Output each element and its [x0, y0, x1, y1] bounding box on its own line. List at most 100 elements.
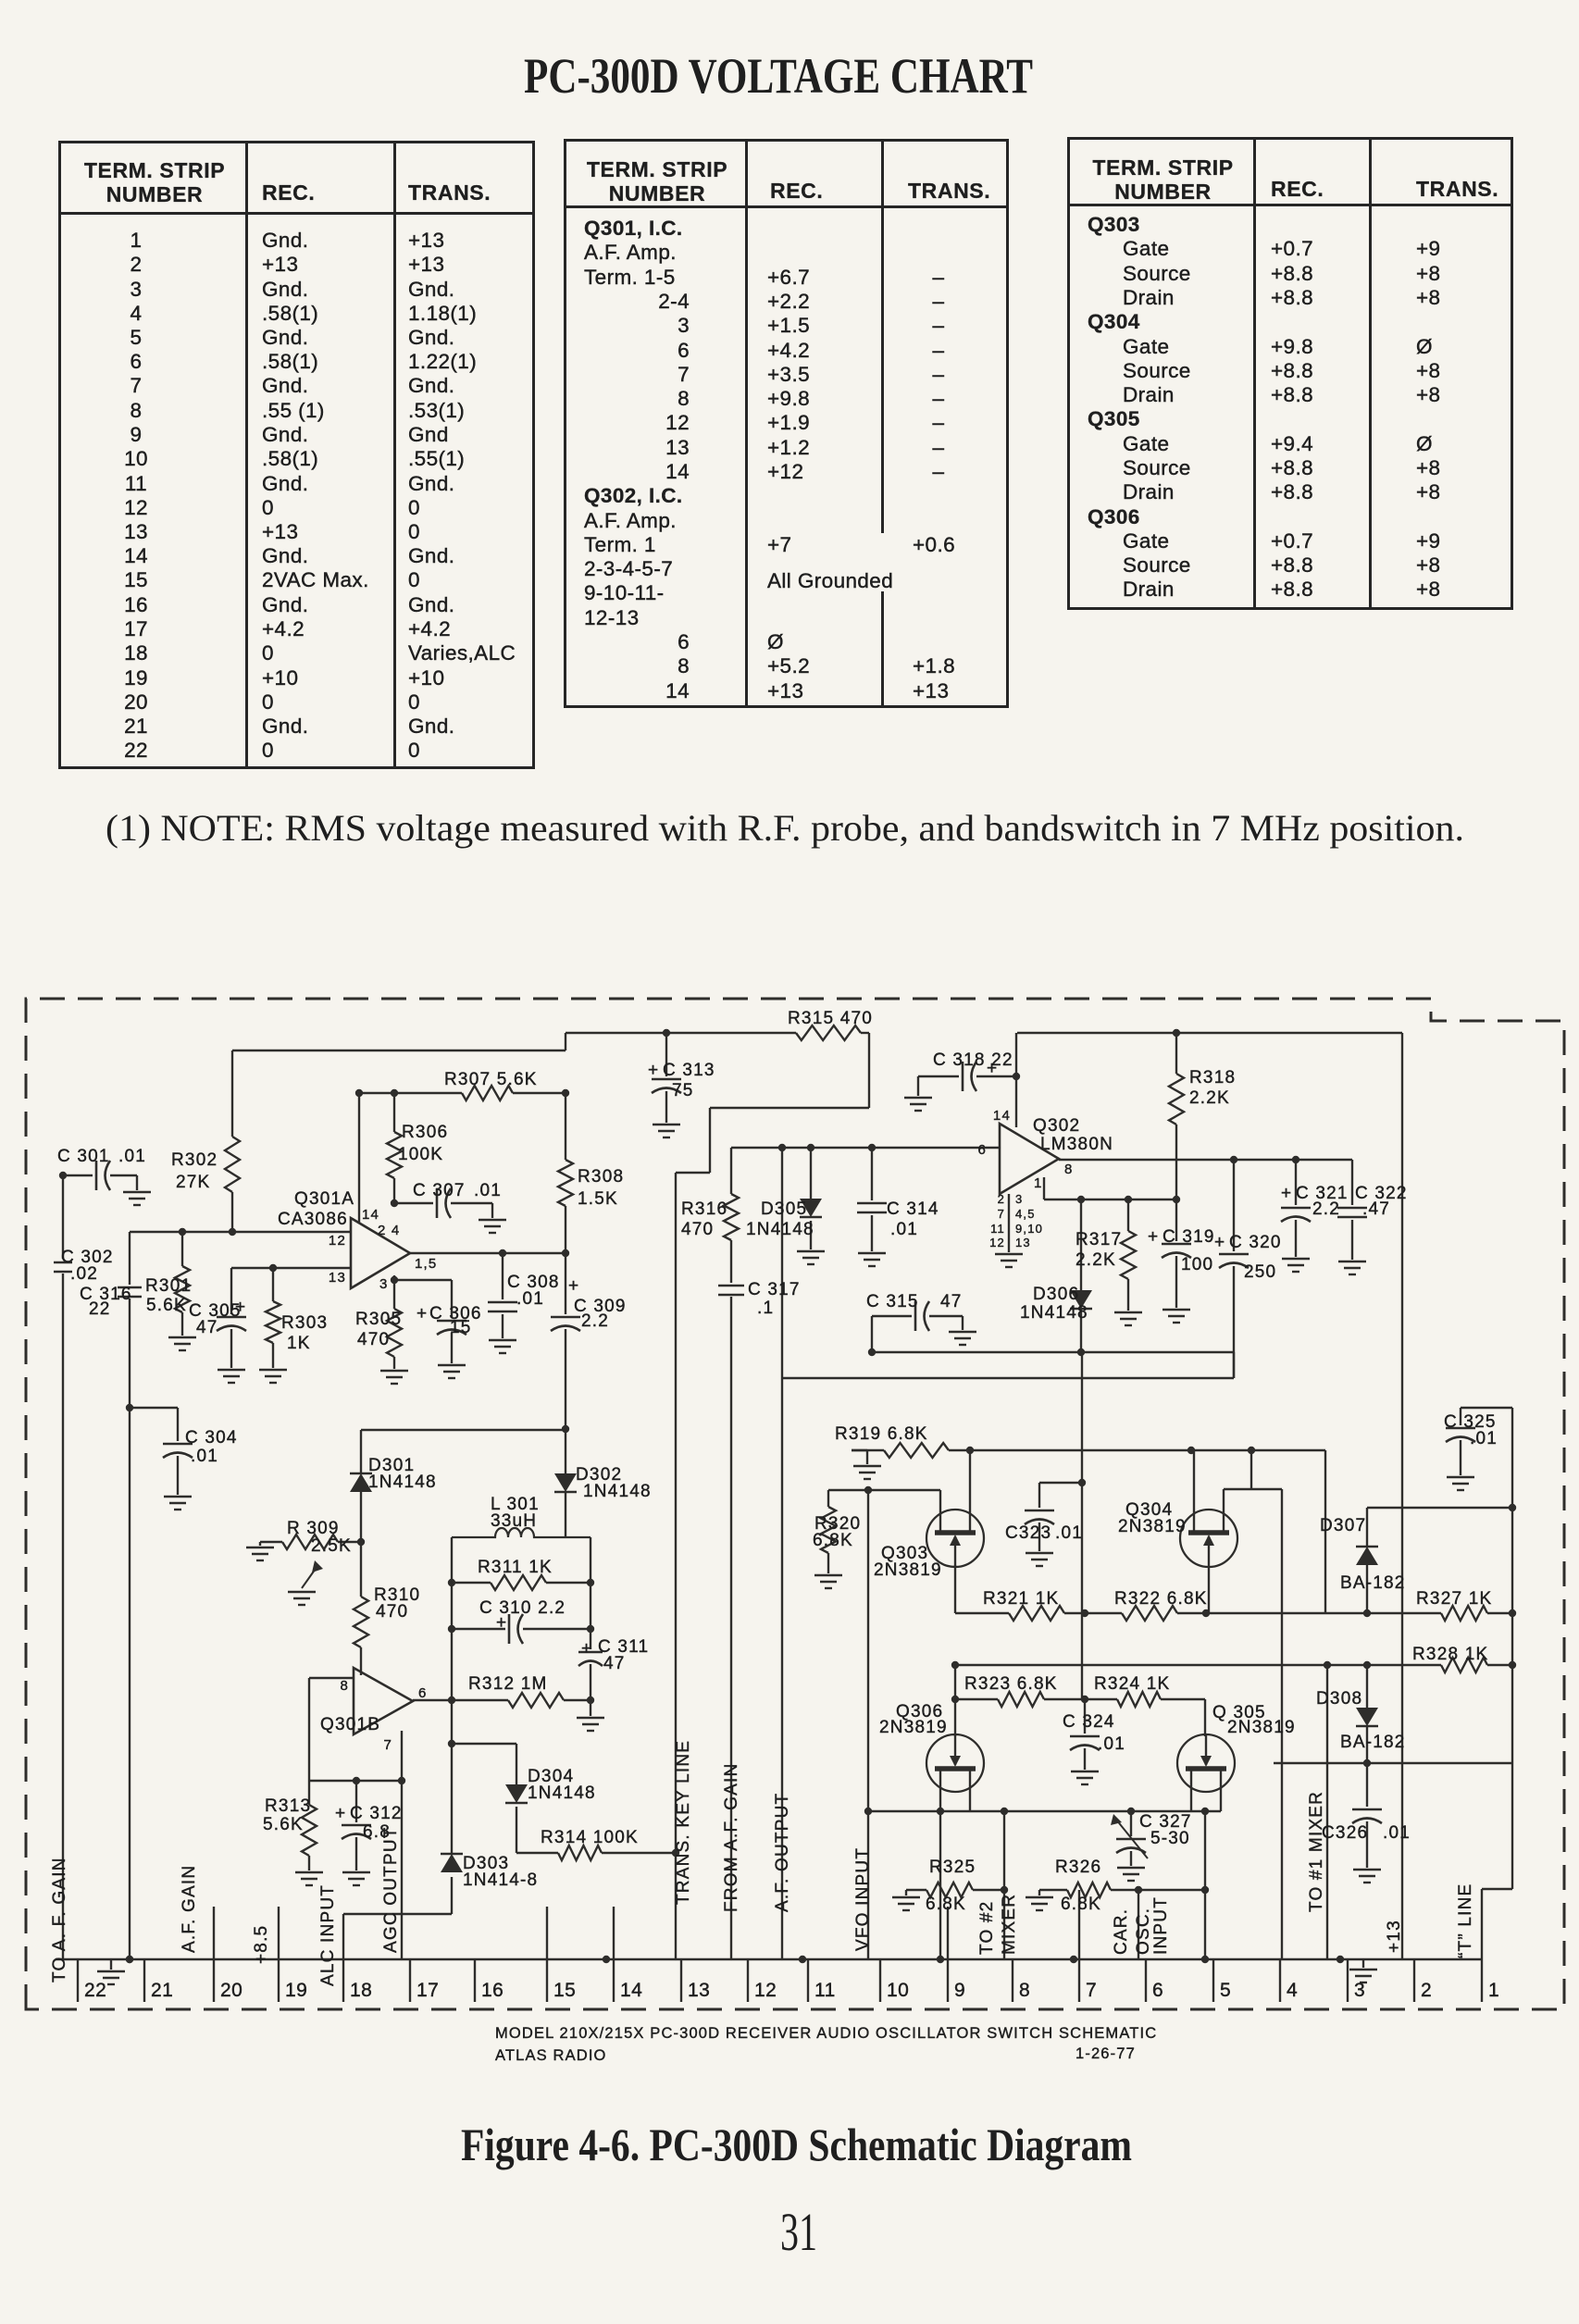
svg-text:5: 5 [1220, 1980, 1231, 2001]
svg-text:ATLAS RADIO: ATLAS RADIO [495, 2047, 607, 2064]
svg-text:6: 6 [977, 1142, 987, 1158]
svg-text:2: 2 [1421, 1980, 1432, 2001]
svg-text:C 310 2.2: C 310 2.2 [479, 1598, 566, 1618]
svg-text:22: 22 [89, 1299, 111, 1319]
svg-text:CA3086: CA3086 [278, 1210, 348, 1229]
svg-text:Figure 4-6. PC-300D Schematic: Figure 4-6. PC-300D Schematic Diagram [461, 2119, 1132, 2170]
svg-text:+: + [1281, 1184, 1292, 1203]
svg-text:Q302: Q302 [1033, 1116, 1080, 1136]
svg-text:4: 4 [1287, 1980, 1298, 2001]
svg-text:7: 7 [998, 1207, 1005, 1221]
svg-text:+: + [648, 1061, 659, 1080]
svg-text:+: + [581, 1639, 592, 1659]
svg-text:9,10: 9,10 [1015, 1222, 1043, 1236]
svg-text:C 306: C 306 [429, 1304, 482, 1324]
svg-text:100K: 100K [398, 1145, 443, 1164]
svg-text:12: 12 [329, 1233, 346, 1249]
svg-text:3: 3 [1354, 1980, 1365, 2001]
svg-text:2.2: 2.2 [1312, 1199, 1340, 1219]
svg-text:D306: D306 [1033, 1285, 1079, 1304]
svg-text:1-26-77: 1-26-77 [1075, 2045, 1136, 2062]
svg-text:21: 21 [151, 1980, 173, 2001]
svg-text:R327 1K: R327 1K [1416, 1589, 1492, 1609]
svg-text:2N3819: 2N3819 [879, 1718, 948, 1737]
svg-text:Q301B: Q301B [320, 1715, 380, 1734]
svg-text:+: + [417, 1304, 428, 1324]
svg-text:1N4148: 1N4148 [746, 1220, 814, 1239]
svg-text:R313: R313 [265, 1796, 311, 1816]
svg-text:6.8K: 6.8K [1061, 1895, 1101, 1914]
svg-text:C 301: C 301 [57, 1147, 110, 1166]
svg-text:D303: D303 [463, 1854, 509, 1873]
svg-text:BA-182: BA-182 [1340, 1733, 1406, 1752]
svg-text:100: 100 [1181, 1255, 1213, 1274]
svg-text:19: 19 [285, 1980, 307, 2001]
svg-text:4,5: 4,5 [1015, 1207, 1036, 1221]
svg-text:Q 305: Q 305 [1212, 1703, 1266, 1722]
svg-text:31: 31 [780, 2202, 817, 2262]
svg-text:6.8K: 6.8K [813, 1531, 853, 1550]
svg-text:1K: 1K [287, 1334, 311, 1353]
svg-text:C 311: C 311 [598, 1637, 649, 1657]
svg-text:1N414-8: 1N414-8 [463, 1870, 538, 1890]
svg-text:C 305: C 305 [189, 1301, 242, 1321]
svg-text:250: 250 [1244, 1262, 1276, 1282]
svg-text:14: 14 [362, 1207, 379, 1223]
svg-text:R307 5.6K: R307 5.6K [444, 1070, 538, 1089]
svg-text:C 309: C 309 [574, 1297, 627, 1316]
svg-text:.01: .01 [1055, 1523, 1083, 1543]
svg-text:1N4148: 1N4148 [528, 1783, 596, 1803]
svg-text:R301: R301 [145, 1276, 192, 1296]
svg-text:R324 1K: R324 1K [1094, 1674, 1170, 1694]
svg-text:VFO INPUT: VFO INPUT [853, 1847, 873, 1951]
svg-text:+: + [235, 1298, 246, 1317]
svg-text:“T” LINE: “T” LINE [1456, 1883, 1475, 1958]
svg-text:1N4148: 1N4148 [368, 1473, 437, 1492]
svg-text:47: 47 [196, 1318, 218, 1337]
svg-text:5-30: 5-30 [1150, 1829, 1190, 1848]
svg-text:D304: D304 [528, 1767, 574, 1786]
svg-text:16: 16 [481, 1980, 504, 2001]
svg-text:C 318 22: C 318 22 [933, 1050, 1013, 1070]
svg-text:+: + [568, 1276, 579, 1296]
svg-text:OSC.: OSC. [1134, 1908, 1153, 1955]
svg-text:+: + [1148, 1227, 1159, 1247]
svg-text:8: 8 [1019, 1980, 1030, 2001]
svg-text:11: 11 [814, 1980, 836, 2001]
svg-text:+: + [496, 1613, 507, 1633]
svg-text:13: 13 [688, 1980, 710, 2001]
svg-text:D302: D302 [576, 1465, 622, 1485]
svg-text:A.F. GAIN: A.F. GAIN [180, 1865, 199, 1953]
svg-text:+8.5: +8.5 [252, 1925, 271, 1964]
svg-text:2.2: 2.2 [581, 1311, 609, 1331]
svg-text:.01: .01 [890, 1220, 918, 1239]
svg-text:1,5: 1,5 [415, 1256, 437, 1272]
svg-text:R 309: R 309 [287, 1519, 340, 1538]
svg-text:C 304: C 304 [185, 1428, 238, 1448]
svg-text:47: 47 [940, 1292, 963, 1311]
svg-text:2.2K: 2.2K [1075, 1250, 1116, 1270]
svg-text:75: 75 [672, 1081, 694, 1100]
svg-text:ALC INPUT: ALC INPUT [318, 1884, 338, 1986]
svg-text:R311 1K: R311 1K [478, 1558, 553, 1577]
svg-text:47: 47 [603, 1654, 626, 1673]
svg-text:2 4: 2 4 [378, 1223, 400, 1238]
svg-text:.01: .01 [191, 1447, 218, 1466]
svg-text:8: 8 [340, 1678, 349, 1694]
svg-text:+: + [987, 1059, 998, 1078]
svg-text:3: 3 [1015, 1192, 1023, 1206]
svg-text:INPUT: INPUT [1151, 1896, 1171, 1955]
svg-text:2.2K: 2.2K [1189, 1088, 1230, 1108]
svg-text:C326: C326 [1322, 1823, 1368, 1843]
svg-text:FROM A.F. GAIN: FROM A.F. GAIN [722, 1763, 741, 1912]
svg-text:5.6K: 5.6K [263, 1815, 304, 1834]
svg-text:PC-300D VOLTAGE CHART: PC-300D VOLTAGE CHART [524, 48, 1033, 104]
svg-text:1: 1 [1488, 1980, 1499, 2001]
svg-text:14: 14 [993, 1108, 1011, 1124]
svg-text:D301: D301 [368, 1456, 415, 1475]
svg-text:.01: .01 [1470, 1429, 1498, 1448]
svg-text:AGC OUTPUT: AGC OUTPUT [381, 1826, 401, 1953]
svg-text:D308: D308 [1316, 1689, 1362, 1709]
svg-text:C 313: C 313 [663, 1061, 715, 1080]
svg-text:R310: R310 [374, 1585, 420, 1605]
